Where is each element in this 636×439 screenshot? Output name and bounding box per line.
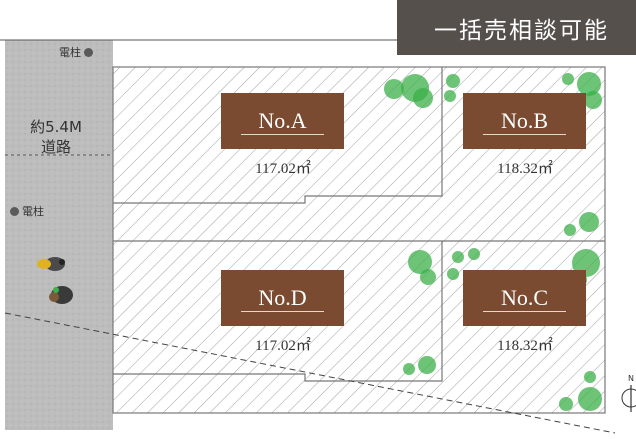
utility-pole-side: 電柱 <box>10 203 44 219</box>
tree <box>444 90 456 102</box>
lot-a-label: No.A <box>221 93 344 149</box>
tree <box>418 356 436 374</box>
utility-pole-icon <box>10 206 19 216</box>
compass-icon <box>621 385 636 412</box>
lot-boundaries <box>112 66 606 414</box>
utility-pole-icon <box>84 47 93 57</box>
lot-d-area: 117.02㎡ <box>255 338 311 354</box>
tree <box>564 224 576 236</box>
bulk-sale-banner: 一括売相談可能 <box>397 0 636 55</box>
lot-b-label: No.B <box>463 93 586 149</box>
tree <box>420 269 436 285</box>
tree <box>559 397 573 411</box>
tree <box>468 248 480 260</box>
tree <box>446 74 460 88</box>
tree <box>413 88 433 108</box>
tree <box>577 72 601 96</box>
pedestrian-with-bag <box>49 286 73 304</box>
pedestrian-with-umbrella <box>37 257 65 271</box>
tree <box>584 371 596 383</box>
utility-pole-label: 電柱 <box>59 46 81 59</box>
tree <box>447 268 459 280</box>
survey-dashed-line <box>4 312 616 434</box>
lot-b-area: 118.32㎡ <box>497 161 553 177</box>
tree <box>384 79 404 99</box>
utility-pole-label: 電柱 <box>22 205 44 218</box>
road-strip <box>5 40 113 430</box>
tree <box>452 251 464 263</box>
tree <box>562 73 574 85</box>
tree <box>579 212 599 232</box>
lot-c-area: 118.32㎡ <box>497 338 553 354</box>
tree <box>584 91 602 109</box>
lot-c-label: No.C <box>463 270 586 326</box>
lot-a-area: 117.02㎡ <box>255 161 311 177</box>
tree <box>578 387 602 411</box>
road-width-label: 約5.4M 道路 <box>30 118 82 156</box>
utility-pole-top: 電柱 <box>59 44 93 60</box>
lot-d-label: No.D <box>221 270 344 326</box>
tree <box>408 250 432 274</box>
tree <box>403 363 415 375</box>
compass-north-label: N <box>628 374 634 383</box>
